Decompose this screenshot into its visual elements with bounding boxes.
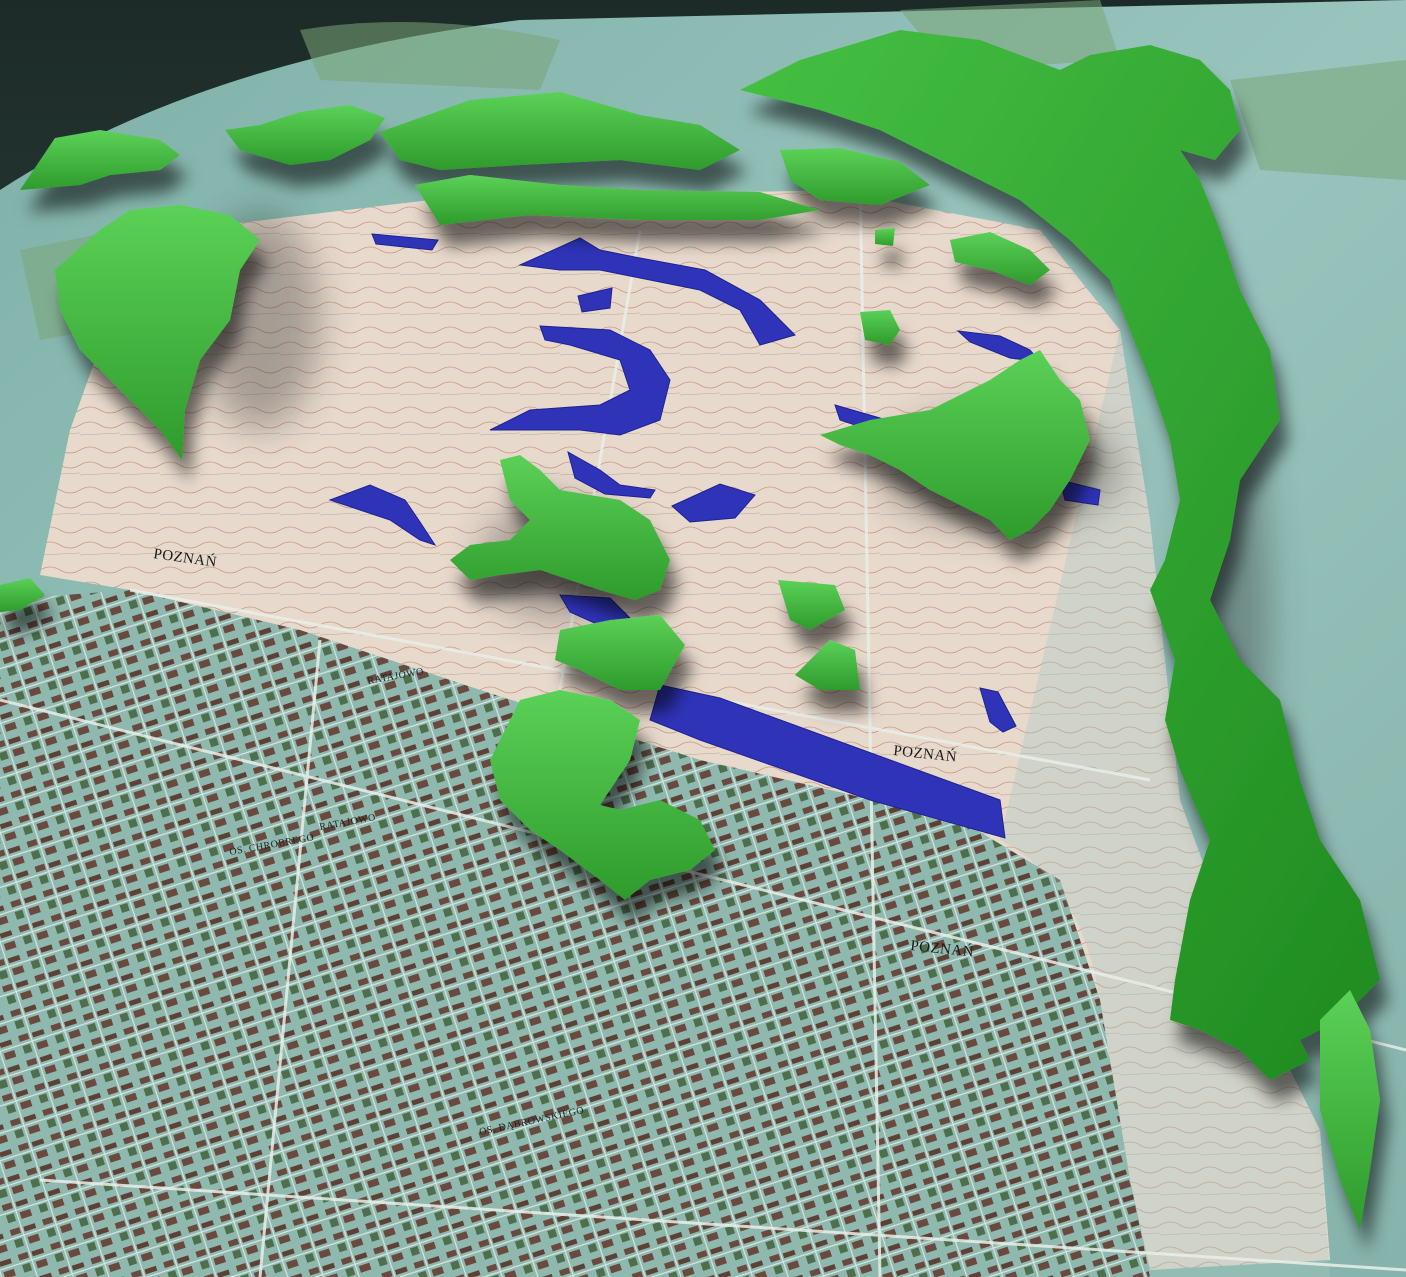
- water-blob-small: [577, 287, 613, 313]
- green-center-small-2: [795, 640, 860, 690]
- green-sw-big: [490, 690, 715, 900]
- water-canal: [649, 684, 1006, 839]
- road-network: [0, 179, 1406, 1277]
- green-nw-1: [20, 130, 180, 190]
- label-poznan-south: POZNAŃ: [910, 937, 975, 961]
- green-east-patch-2: [860, 310, 900, 345]
- green-east-ridge: [740, 30, 1380, 1080]
- green-east-tail: [1320, 990, 1380, 1230]
- water-crescent: [489, 325, 671, 436]
- label-poznan-center: POZNAŃ: [893, 742, 958, 766]
- green-center-south: [555, 615, 685, 690]
- green-center-cluster: [450, 455, 670, 600]
- water-tongue-west: [328, 484, 437, 546]
- water-arc-north: [518, 237, 796, 346]
- water-strip-1: [371, 233, 439, 251]
- green-east-big: [820, 350, 1090, 540]
- green-n-blob: [780, 148, 930, 205]
- water-bodies-layer: [328, 233, 1101, 839]
- water-small-east-3: [1059, 479, 1101, 506]
- water-drop: [567, 450, 656, 499]
- green-west-blob: [55, 205, 260, 460]
- green-east-patch-1: [950, 232, 1050, 285]
- green-n-row: [380, 92, 740, 170]
- water-lens: [671, 483, 756, 523]
- green-n-strip: [415, 175, 820, 225]
- water-pocket: [979, 687, 1017, 733]
- green-areas-layer: [0, 30, 1380, 1230]
- green-nw-2: [225, 105, 385, 165]
- green-left-edge: [0, 578, 45, 612]
- green-small-square: [875, 228, 895, 246]
- city-block-area: [0, 590, 1150, 1277]
- green-center-small-1: [778, 580, 845, 630]
